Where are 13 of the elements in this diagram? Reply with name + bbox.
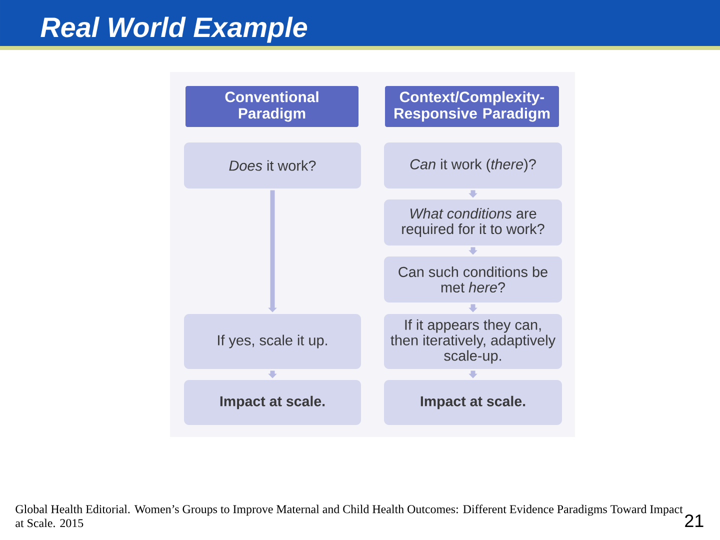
process-box: Can it work (there)? xyxy=(384,142,562,188)
title-text: Real World Example xyxy=(40,16,308,43)
process-box: If yes, scale it up. xyxy=(184,314,361,369)
page-number: 21 xyxy=(685,514,704,527)
process-box: What conditions are required for it to work? xyxy=(384,200,562,246)
header-box: Conventional Paradigm xyxy=(186,86,358,127)
process-box: If it appears they can, then iteratively, adaptively scale-up. xyxy=(384,314,562,369)
result-box: Impact at scale. xyxy=(384,380,562,425)
result-box: Impact at scale. xyxy=(184,380,361,425)
header-box: Context/Complexity-Responsive Paradigm xyxy=(385,86,559,127)
process-box: Can such conditions be met here? xyxy=(384,256,562,302)
process-box: Does it work? xyxy=(184,142,361,188)
citation-text: Global Health Editorial. Women’s Groups to Improve Maternal and Child Health Outcomes: Different Evidence Paradigms Toward Impact at Scale. 2015 xyxy=(16,504,683,528)
